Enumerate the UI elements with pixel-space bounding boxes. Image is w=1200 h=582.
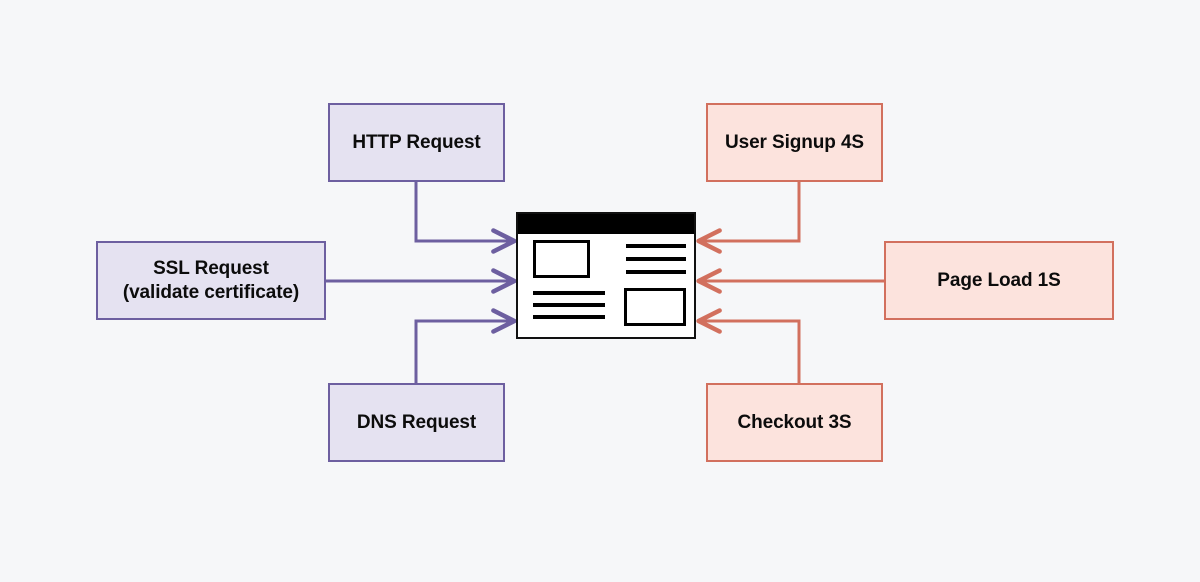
connector-dns-to-browser: [414, 308, 517, 383]
node-checkout[interactable]: Checkout 3S: [706, 383, 883, 462]
content-text-line-top-right-2: [626, 257, 686, 261]
connector-checkout-to-browser: [696, 308, 801, 383]
node-user-signup-label: User Signup 4S: [724, 131, 865, 153]
node-page-load-label: Page Load 1S: [937, 269, 1061, 291]
node-dns-request-label: DNS Request: [356, 411, 477, 433]
node-checkout-label: Checkout 3S: [737, 411, 852, 433]
node-dns-request[interactable]: DNS Request: [328, 383, 505, 462]
connector-http-to-browser: [414, 182, 517, 254]
connector-signup-to-browser: [696, 182, 801, 254]
content-text-line-bottom-left-1: [533, 291, 605, 295]
content-text-line-bottom-left-3: [533, 315, 605, 319]
node-http-request[interactable]: HTTP Request: [328, 103, 505, 182]
node-user-signup[interactable]: User Signup 4S: [706, 103, 883, 182]
content-text-line-top-right-1: [626, 244, 686, 248]
content-image-block-top-left: [533, 240, 590, 278]
content-text-line-top-right-3: [626, 270, 686, 274]
content-text-line-bottom-left-2: [533, 303, 605, 307]
browser-titlebar: [518, 214, 694, 234]
node-ssl-request-label: SSL Request (validate certificate): [122, 258, 300, 303]
node-page-load[interactable]: Page Load 1S: [884, 241, 1114, 320]
content-image-block-bottom-right: [624, 288, 686, 326]
browser-window-icon: [516, 212, 696, 339]
node-ssl-request[interactable]: SSL Request (validate certificate): [96, 241, 326, 320]
node-http-request-label: HTTP Request: [352, 131, 481, 153]
